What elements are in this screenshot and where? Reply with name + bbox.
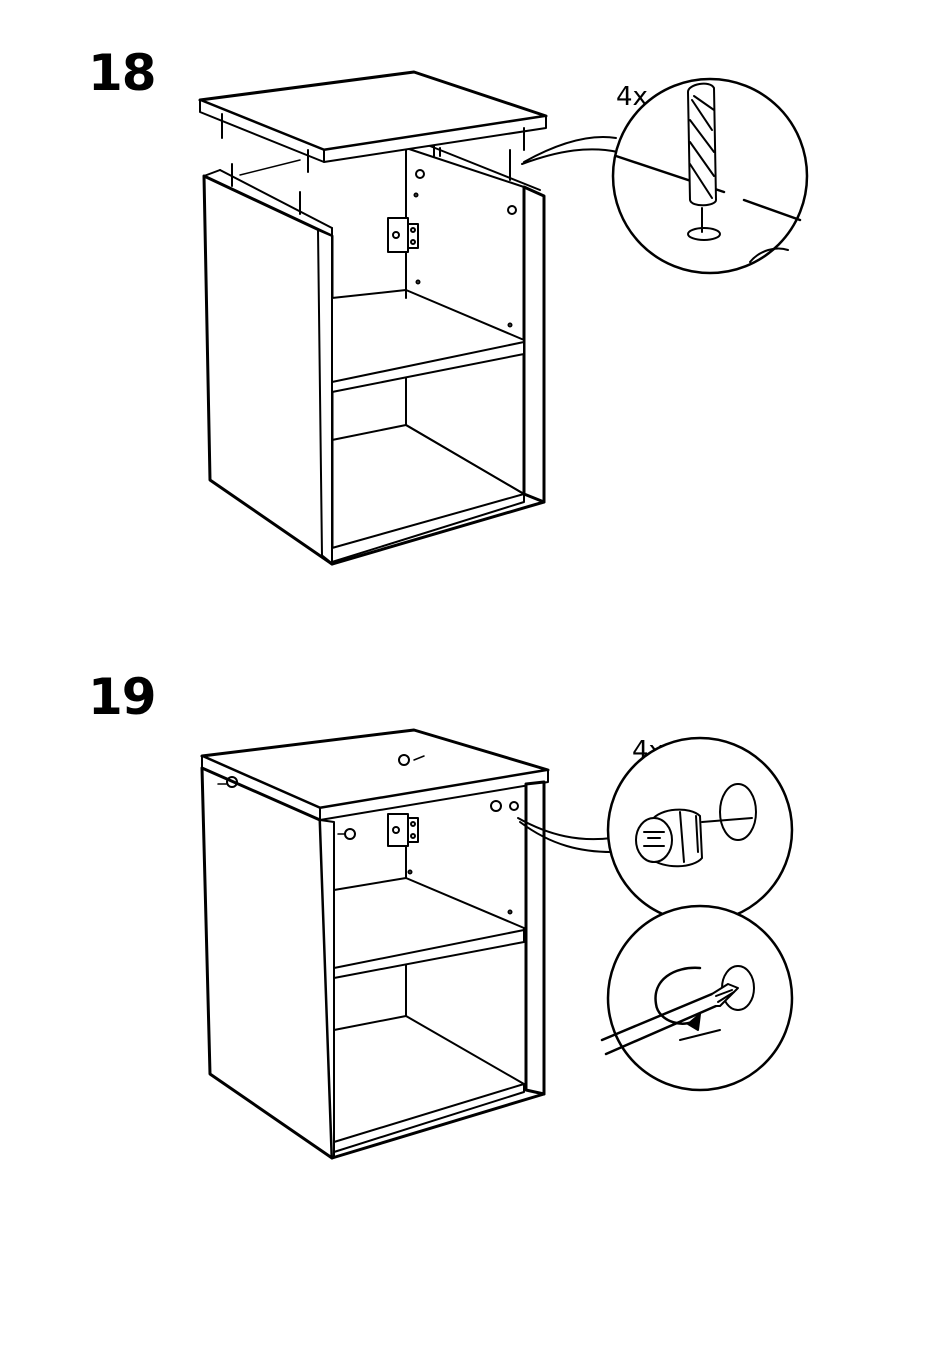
- step-19-camlock-callout: [518, 738, 792, 922]
- step-18-cabinet: [204, 138, 544, 564]
- step-19-screwdriver-callout: [602, 906, 792, 1090]
- step-18-top-panel: [200, 72, 546, 172]
- step-19-cabinet: [202, 730, 548, 1158]
- step-18-detail-callout: [522, 79, 807, 273]
